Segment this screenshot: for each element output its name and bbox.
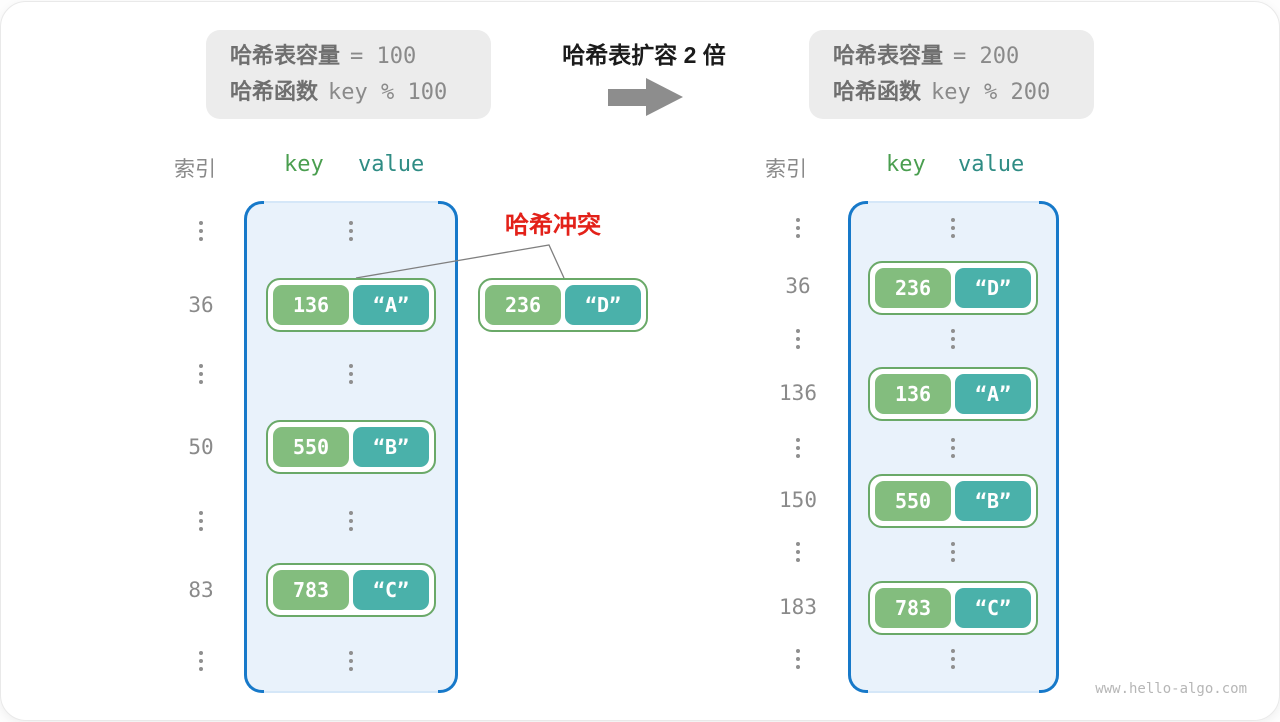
left-bracket-icon	[244, 201, 264, 693]
pair-key: 783	[273, 570, 349, 610]
pair-key: 236	[875, 268, 951, 308]
new-capacity-label: 哈希表容量	[833, 43, 944, 68]
ellipsis-dots	[199, 511, 203, 531]
old-hash-function-label: 哈希函数	[230, 79, 319, 104]
ellipsis-dots	[349, 221, 353, 241]
index-label: 183	[779, 595, 817, 619]
ellipsis-dots	[951, 329, 955, 349]
old-hash-function-line: 哈希函数 key % 100	[230, 77, 491, 108]
right-arrow-icon	[608, 89, 647, 106]
new-hash-function-label: 哈希函数	[833, 79, 922, 104]
left-bracket-icon	[848, 201, 868, 693]
old-hash-function-expr: key % 100	[328, 80, 448, 105]
pair-783-C: 783 “C”	[868, 581, 1038, 635]
new-hash-table-info-panel: 哈希表容量 = 200 哈希函数 key % 200	[809, 30, 1094, 119]
pair-key: 136	[273, 285, 349, 325]
ellipsis-dots	[349, 511, 353, 531]
pair-key: 550	[875, 481, 951, 521]
pair-value: “B”	[955, 481, 1031, 521]
ellipsis-dots	[796, 438, 800, 458]
new-capacity-value: = 200	[953, 44, 1020, 69]
ellipsis-dots	[951, 649, 955, 669]
pair-783-C: 783 “C”	[266, 563, 436, 617]
pair-236-D-colliding: 236 “D”	[478, 278, 648, 332]
old-hash-table-info-panel: 哈希表容量 = 100 哈希函数 key % 100	[206, 30, 491, 119]
new-hash-function-expr: key % 200	[931, 80, 1051, 105]
pair-236-D: 236 “D”	[868, 261, 1038, 315]
right-arrow-icon	[646, 78, 683, 116]
ellipsis-dots	[796, 218, 800, 238]
left-key-header: key	[284, 152, 324, 177]
ellipsis-dots	[796, 542, 800, 562]
ellipsis-dots	[951, 218, 955, 238]
ellipsis-dots	[796, 329, 800, 349]
left-value-header: value	[358, 152, 425, 177]
pair-550-B: 550 “B”	[266, 420, 436, 474]
pair-136-A: 136 “A”	[868, 367, 1038, 421]
index-label: 136	[779, 381, 817, 405]
index-label: 150	[779, 488, 817, 512]
right-index-header: 索引	[765, 158, 807, 181]
ellipsis-dots	[199, 221, 203, 241]
ellipsis-dots	[349, 364, 353, 384]
pair-value: “C”	[353, 570, 429, 610]
pair-550-B: 550 “B”	[868, 474, 1038, 528]
old-capacity-line: 哈希表容量 = 100	[230, 41, 491, 72]
pair-value: “B”	[353, 427, 429, 467]
right-value-header: value	[958, 152, 1025, 177]
right-key-header: key	[886, 152, 926, 177]
pair-value: “D”	[955, 268, 1031, 308]
watermark: www.hello-algo.com	[1095, 681, 1247, 697]
ellipsis-dots	[951, 438, 955, 458]
ellipsis-dots	[199, 364, 203, 384]
pair-key: 550	[273, 427, 349, 467]
ellipsis-dots	[796, 649, 800, 669]
pair-key: 236	[485, 285, 561, 325]
ellipsis-dots	[349, 651, 353, 671]
resize-title: 哈希表扩容 2 倍	[562, 42, 726, 68]
left-index-header: 索引	[174, 158, 216, 181]
pair-value: “D”	[565, 285, 641, 325]
pair-value: “C”	[955, 588, 1031, 628]
new-hash-function-line: 哈希函数 key % 200	[833, 77, 1094, 108]
pair-key: 783	[875, 588, 951, 628]
index-label: 50	[188, 435, 214, 459]
old-capacity-value: = 100	[350, 44, 417, 69]
old-capacity-label: 哈希表容量	[230, 43, 341, 68]
pair-key: 136	[875, 374, 951, 414]
pair-value: “A”	[353, 285, 429, 325]
ellipsis-dots	[951, 542, 955, 562]
pair-value: “A”	[955, 374, 1031, 414]
new-capacity-line: 哈希表容量 = 200	[833, 41, 1094, 72]
index-label: 36	[188, 293, 214, 317]
index-label: 83	[188, 578, 214, 602]
ellipsis-dots	[199, 651, 203, 671]
pair-136-A: 136 “A”	[266, 278, 436, 332]
index-label: 36	[785, 274, 811, 298]
hash-collision-label: 哈希冲突	[505, 212, 601, 239]
